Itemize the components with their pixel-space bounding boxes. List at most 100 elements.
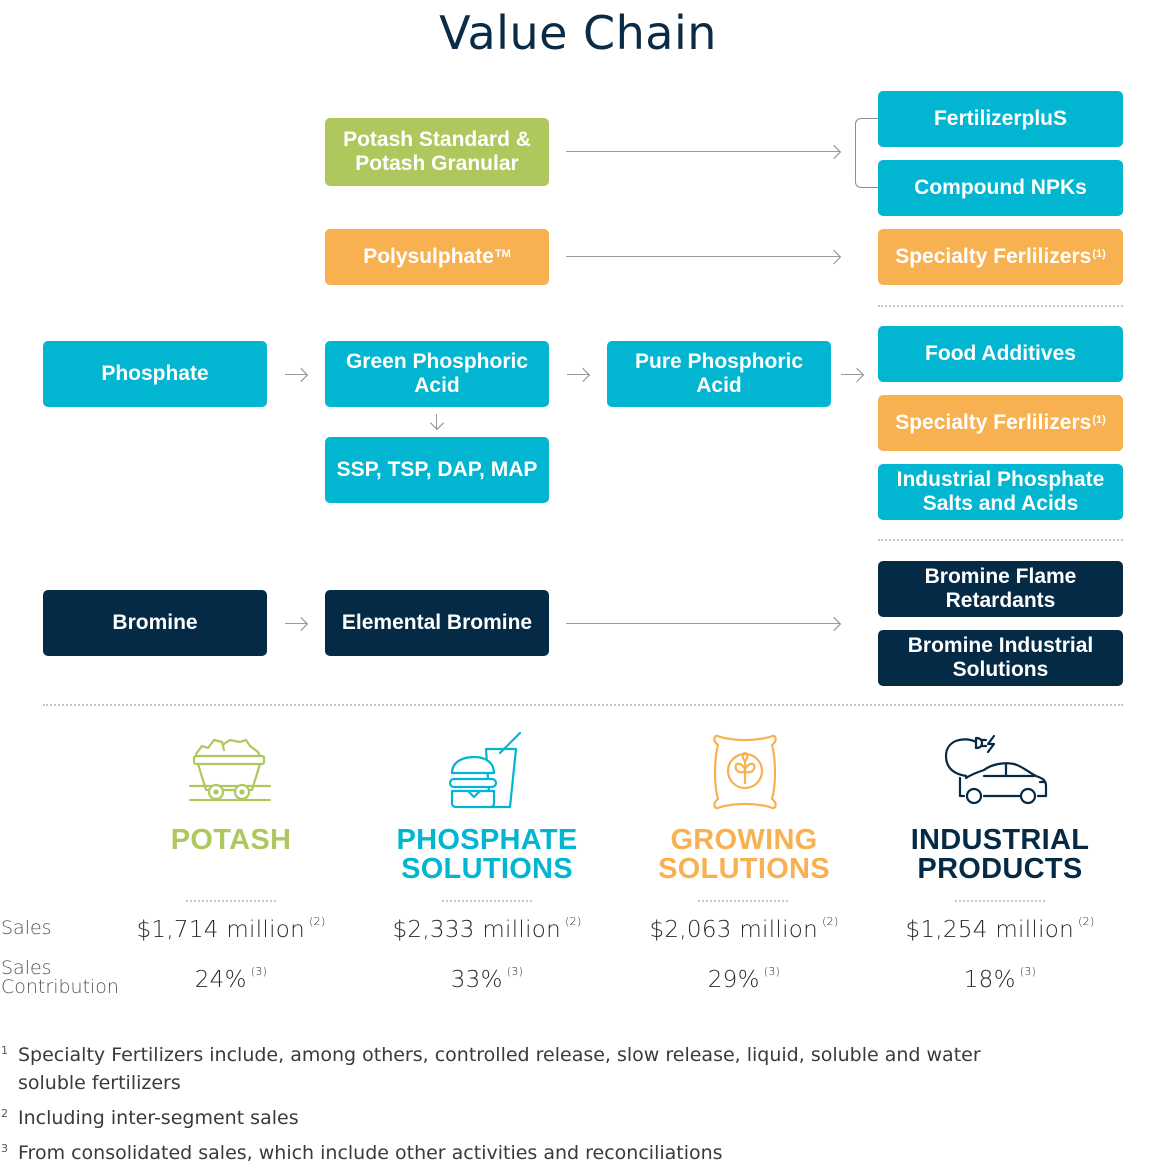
contribution-value-industrial: 18%(3) <box>870 965 1130 993</box>
segment-name-potash: POTASH <box>101 826 361 855</box>
node-bromine-industrial-solutions: Bromine Industrial Solutions <box>878 630 1123 686</box>
node-label: Potash Standard & Potash Granular <box>343 128 531 175</box>
node-label: Pure Phosphoric Acid <box>634 350 804 397</box>
row-label-line: Sales <box>1 957 52 979</box>
burger-drink-icon <box>448 731 522 809</box>
footnote-ref: (1) <box>1092 414 1106 426</box>
node-label: Specialty Ferlilizers(1) <box>895 245 1106 269</box>
footnote-number: 3 <box>1 1142 8 1155</box>
node-label: PolysulphateTM <box>363 245 511 269</box>
contribution-value-potash: 24%(3) <box>101 965 361 993</box>
contribution-value-growing: 29%(3) <box>614 965 874 993</box>
footnote-text: From consolidated sales, which include o… <box>18 1142 723 1164</box>
row-label-sales-contribution: Sales Contribution <box>1 959 119 997</box>
node-ssp-tsp-dap-map: SSP, TSP, DAP, MAP <box>325 437 549 503</box>
footnote-ref: (3) <box>763 965 781 978</box>
seed-bag-icon <box>713 734 777 810</box>
node-label: Specialty Ferlilizers(1) <box>895 411 1106 435</box>
footnote-ref: (2) <box>822 915 839 928</box>
trademark-mark: TM <box>494 248 511 260</box>
section-divider <box>878 539 1123 541</box>
node-label: Phosphate <box>101 362 209 385</box>
segment-name-line: GROWING <box>670 824 818 856</box>
arrow-down-icon <box>429 415 445 431</box>
node-compound-npks: Compound NPKs <box>878 160 1123 216</box>
segment-name-industrial-products: INDUSTRIAL PRODUCTS <box>870 826 1130 884</box>
arrow-right-icon <box>293 616 309 632</box>
connector-line <box>285 623 307 624</box>
node-food-additives: Food Additives <box>878 326 1123 382</box>
footnote-line: soluble fertilizers <box>18 1072 181 1094</box>
footnote-text: Including inter-segment sales <box>18 1107 299 1129</box>
node-label: SSP, TSP, DAP, MAP <box>336 458 538 481</box>
node-label: Industrial Phosphate Salts and Acids <box>896 468 1105 515</box>
segment-divider <box>442 900 532 902</box>
connector-line <box>566 256 840 257</box>
sales-value-industrial: $1,254 million(2) <box>870 915 1130 943</box>
sales-amount: $2,063 million <box>649 917 819 943</box>
footnote-ref: (2) <box>565 915 582 928</box>
row-label-sales: Sales <box>1 917 52 939</box>
segment-name-line: INDUSTRIAL <box>910 824 1090 856</box>
segment-name-line: PRODUCTS <box>917 853 1083 885</box>
connector-line <box>567 374 589 375</box>
contribution-percent: 33% <box>450 967 503 993</box>
node-label: Bromine Industrial Solutions <box>907 634 1094 681</box>
node-fertilizerplus: FertilizerpluS <box>878 91 1123 147</box>
node-label: Green Phosphoric Acid <box>345 350 529 397</box>
connector-line <box>841 374 863 375</box>
segment-divider <box>955 900 1045 902</box>
electric-car-icon <box>944 734 1048 805</box>
segment-name-line: PHOSPHATE <box>396 824 578 856</box>
node-green-phosphoric-acid: Green Phosphoric Acid <box>325 341 549 407</box>
footnote-ref: (3) <box>250 965 268 978</box>
contribution-value-phosphate: 33%(3) <box>357 965 617 993</box>
segment-name-line: SOLUTIONS <box>401 853 573 885</box>
segment-name-growing-solutions: GROWING SOLUTIONS <box>614 826 874 884</box>
section-divider <box>878 305 1123 307</box>
segment-divider <box>186 900 276 902</box>
sales-amount: $1,714 million <box>136 917 306 943</box>
node-elemental-bromine: Elemental Bromine <box>325 590 549 656</box>
node-phosphate: Phosphate <box>43 341 267 407</box>
sales-amount: $1,254 million <box>905 917 1075 943</box>
segment-name-phosphate-solutions: PHOSPHATE SOLUTIONS <box>357 826 617 884</box>
node-specialty-fertilizers-2: Specialty Ferlilizers(1) <box>878 395 1123 451</box>
node-industrial-phosphate: Industrial Phosphate Salts and Acids <box>878 464 1123 520</box>
arrow-right-icon <box>826 616 842 632</box>
footnote-ref: (3) <box>506 965 524 978</box>
node-label-text: Polysulphate <box>363 245 494 268</box>
node-label: Bromine Flame Retardants <box>924 565 1077 612</box>
arrow-right-icon <box>826 144 842 160</box>
mine-cart-icon <box>188 738 272 802</box>
node-pure-phosphoric-acid: Pure Phosphoric Acid <box>607 341 831 407</box>
footnote-line: Specialty Fertilizers include, among oth… <box>18 1044 981 1066</box>
node-label: Bromine <box>112 611 198 634</box>
footnote-number: 1 <box>1 1044 8 1057</box>
connector-line <box>285 374 307 375</box>
node-bromine: Bromine <box>43 590 267 656</box>
node-bromine-flame-retardants: Bromine Flame Retardants <box>878 561 1123 617</box>
footnote-ref: (2) <box>1078 915 1095 928</box>
node-label: Food Additives <box>925 342 1076 365</box>
sales-value-phosphate: $2,333 million(2) <box>357 915 617 943</box>
bracket-connector <box>855 118 879 188</box>
node-label: FertilizerpluS <box>933 107 1068 130</box>
segment-name-line: SOLUTIONS <box>658 853 830 885</box>
sales-amount: $2,333 million <box>392 917 562 943</box>
arrow-right-icon <box>826 249 842 265</box>
node-polysulphate: PolysulphateTM <box>325 229 549 285</box>
connector-line <box>566 623 840 624</box>
contribution-percent: 18% <box>963 967 1016 993</box>
footnote-ref: (1) <box>1092 248 1106 260</box>
node-potash-standard-granular: Potash Standard & Potash Granular <box>325 118 549 186</box>
footnote-ref: (3) <box>1019 965 1037 978</box>
segment-name-line: POTASH <box>170 824 292 856</box>
segment-divider <box>698 900 788 902</box>
page-title: Value Chain <box>439 6 717 60</box>
sales-value-potash: $1,714 million(2) <box>101 915 361 943</box>
sales-value-growing: $2,063 million(2) <box>614 915 874 943</box>
node-label: Elemental Bromine <box>341 611 533 634</box>
arrow-right-icon <box>575 367 591 383</box>
contribution-percent: 24% <box>194 967 247 993</box>
